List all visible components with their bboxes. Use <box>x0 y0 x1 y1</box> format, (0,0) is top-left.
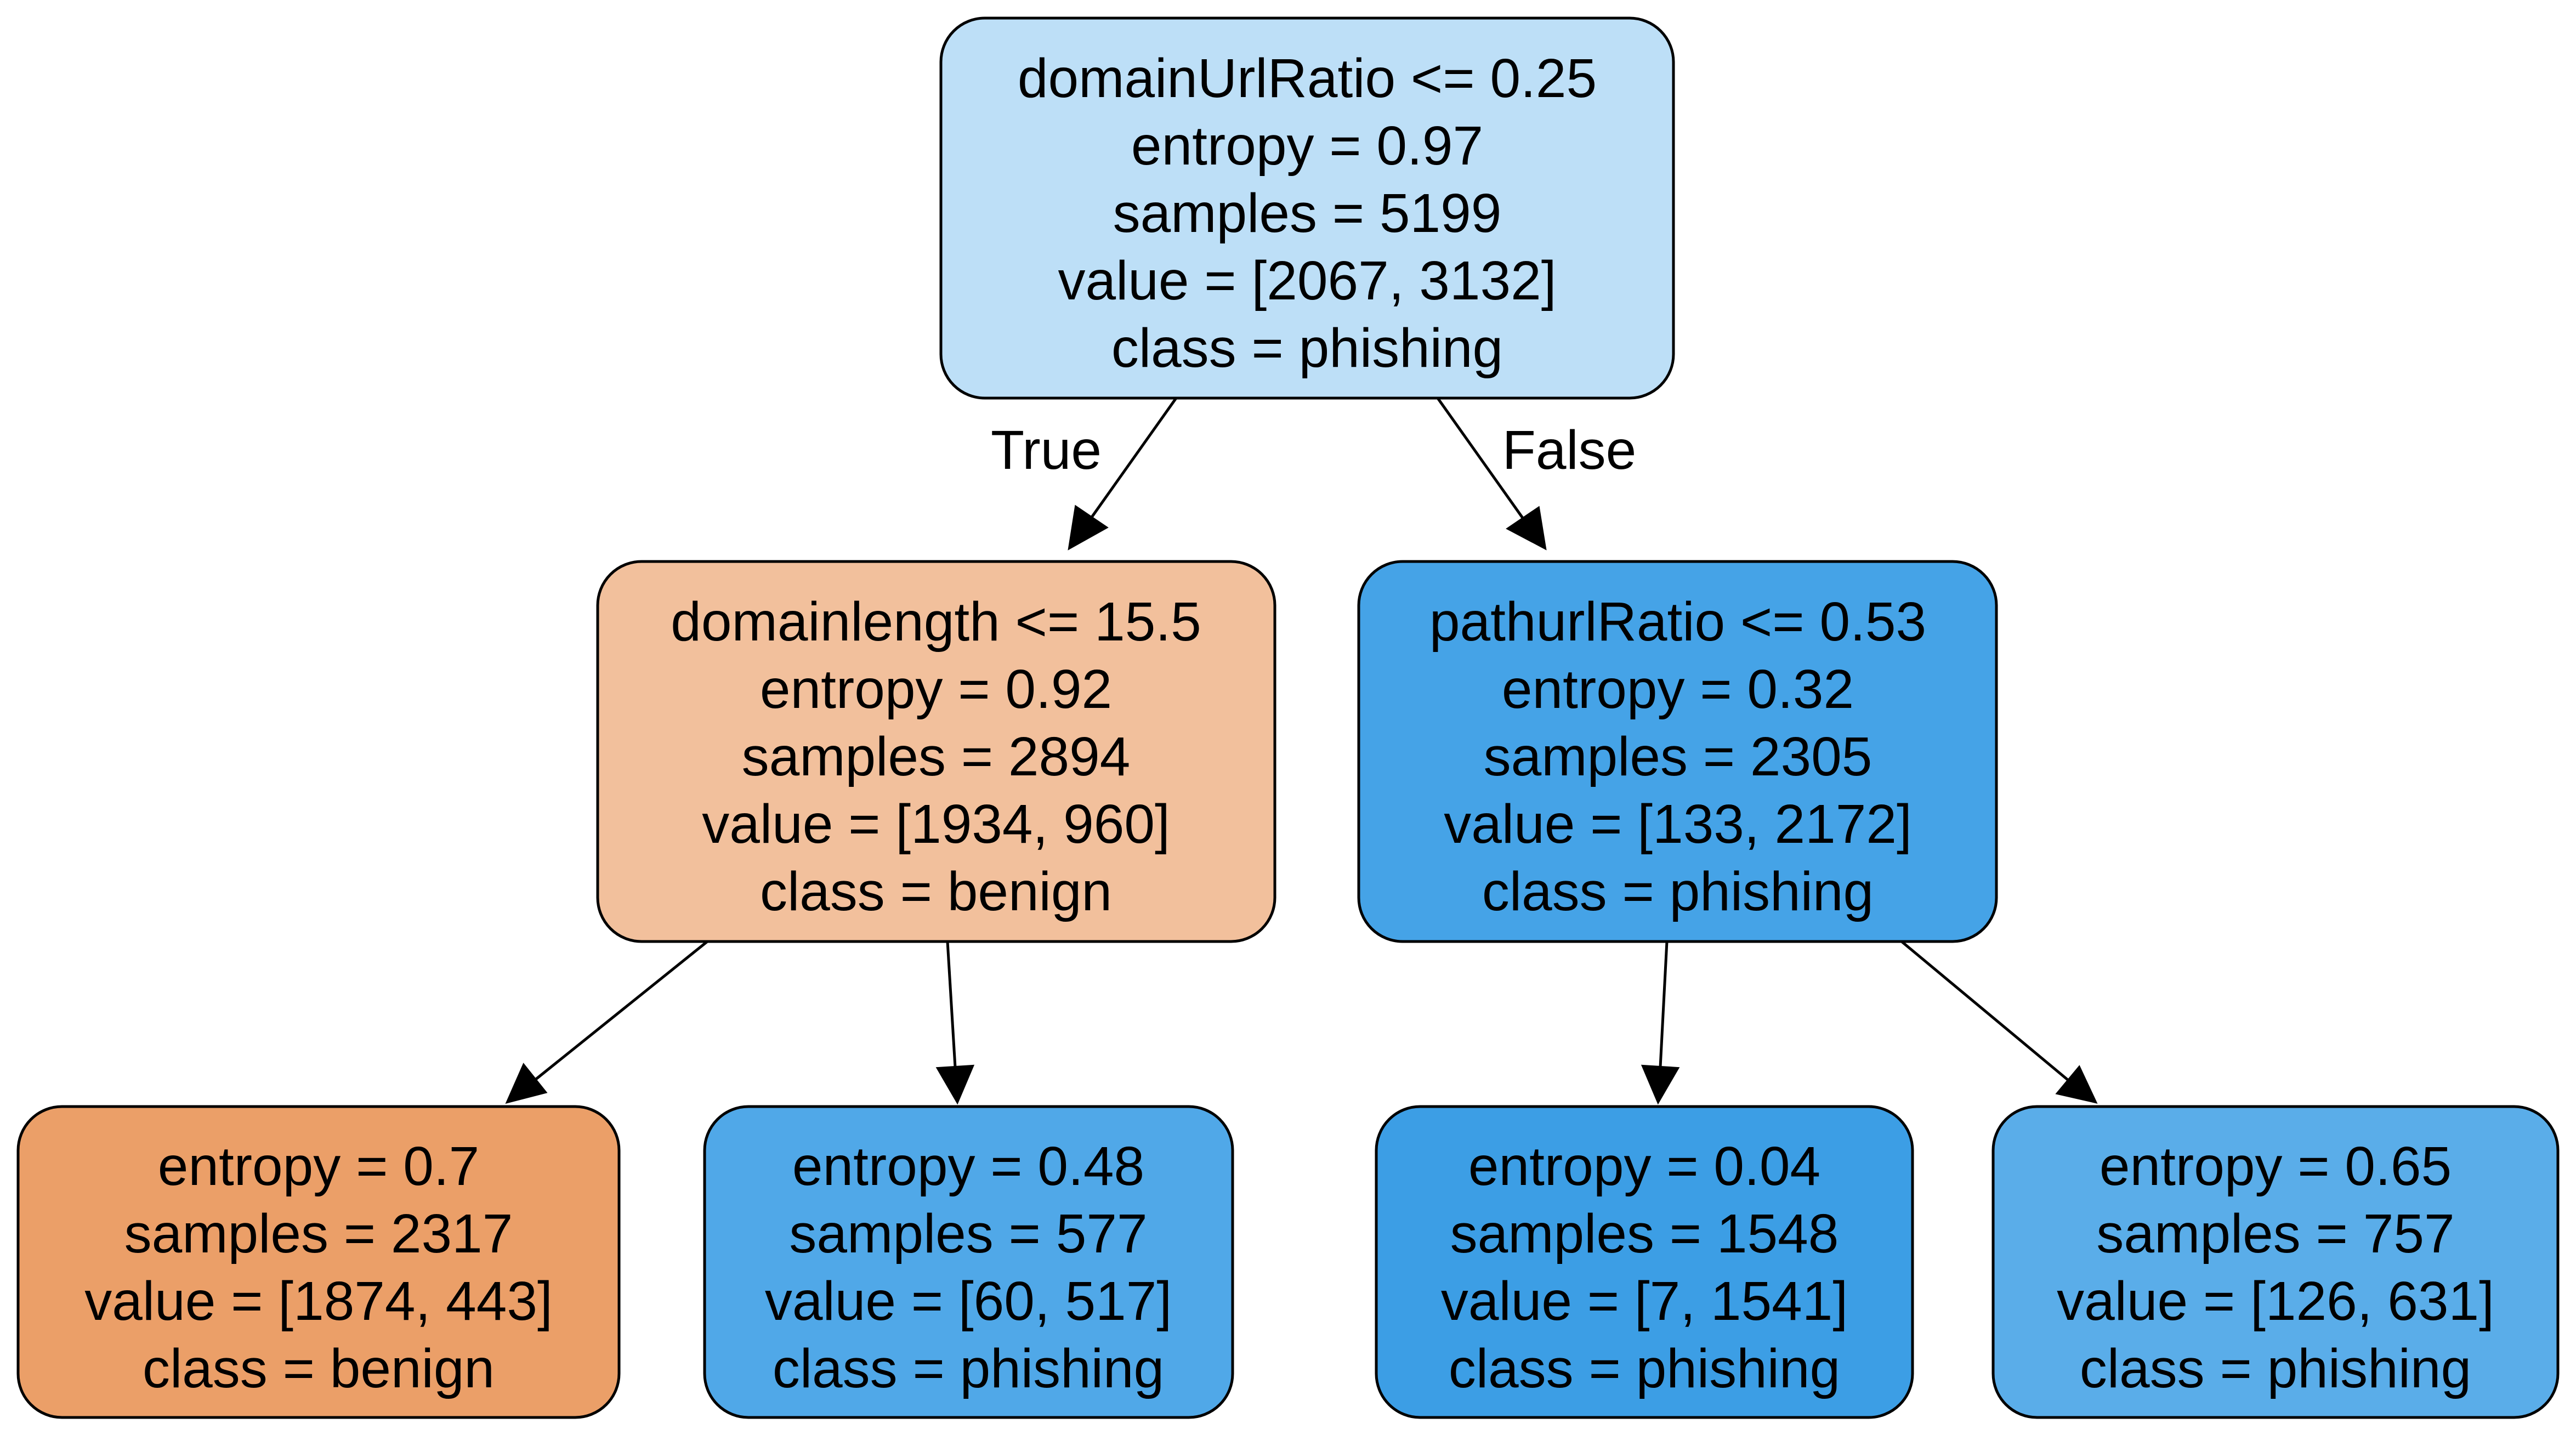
node-box <box>703 1105 1234 1419</box>
node-samples: samples = 1548 <box>1450 1203 1839 1264</box>
node-samples: samples = 577 <box>789 1203 1147 1264</box>
node-value: value = [7, 1541] <box>1441 1270 1848 1332</box>
node-entropy: entropy = 0.92 <box>760 659 1112 720</box>
edges <box>505 397 2098 1105</box>
tree-node-root: domainUrlRatio <= 0.25 entropy = 0.97 sa… <box>939 16 1675 400</box>
node-box <box>1991 1105 2560 1419</box>
node-samples: samples = 2894 <box>742 726 1131 787</box>
node-entropy: entropy = 0.48 <box>792 1136 1144 1197</box>
node-value: value = [1874, 443] <box>84 1270 552 1332</box>
edge-root-right <box>1436 397 1525 520</box>
edge-root-right-arrowhead <box>1506 506 1547 551</box>
tree-node-left: domainlength <= 15.5 entropy = 0.92 samp… <box>596 560 1276 943</box>
node-entropy: entropy = 0.65 <box>2100 1136 2452 1197</box>
node-value: value = [1934, 960] <box>702 793 1170 855</box>
node-entropy: entropy = 0.7 <box>158 1136 480 1197</box>
edge-left-leaf1-arrowhead <box>505 1063 548 1104</box>
edge-root-left-arrowhead <box>1068 504 1109 551</box>
node-value: value = [133, 2172] <box>1444 793 1911 855</box>
edge-left-leaf1 <box>534 940 708 1081</box>
node-entropy: entropy = 0.32 <box>1502 659 1854 720</box>
edge-right-leaf3 <box>1659 941 1669 1068</box>
node-split-condition: domainUrlRatio <= 0.25 <box>1018 48 1597 109</box>
node-entropy: entropy = 0.97 <box>1131 115 1483 177</box>
edge-right-leaf4-arrowhead <box>2055 1065 2098 1104</box>
node-value: value = [126, 631] <box>2057 1270 2494 1332</box>
node-class: class = benign <box>760 861 1112 922</box>
node-box <box>596 560 1276 943</box>
node-class: class = phishing <box>773 1338 1164 1399</box>
node-class: class = phishing <box>1449 1338 1840 1399</box>
node-class: class = benign <box>143 1338 495 1399</box>
edge-left-leaf2 <box>946 941 957 1068</box>
edge-root-left <box>1089 397 1178 520</box>
tree-leaf-2: entropy = 0.48 samples = 577 value = [60… <box>703 1105 1234 1419</box>
node-class: class = phishing <box>1482 861 1874 922</box>
node-box <box>939 16 1675 400</box>
edge-label-false: False <box>1502 419 1637 481</box>
node-value: value = [2067, 3132] <box>1058 250 1556 311</box>
node-class: class = phishing <box>2080 1338 2471 1399</box>
edge-right-leaf3-arrowhead <box>1641 1064 1680 1105</box>
node-samples: samples = 2317 <box>124 1203 513 1264</box>
node-split-condition: domainlength <= 15.5 <box>671 591 1201 653</box>
edge-label-true: True <box>991 419 1102 481</box>
edge-right-leaf4 <box>1900 940 2069 1081</box>
edge-left-leaf2-arrowhead <box>935 1064 975 1105</box>
node-box <box>1357 560 1998 943</box>
node-box <box>1375 1105 1914 1419</box>
node-box <box>16 1105 621 1419</box>
node-value: value = [60, 517] <box>765 1270 1172 1332</box>
tree-leaf-4: entropy = 0.65 samples = 757 value = [12… <box>1991 1105 2560 1419</box>
node-samples: samples = 757 <box>2096 1203 2454 1264</box>
node-samples: samples = 5199 <box>1113 183 1502 244</box>
node-split-condition: pathurlRatio <= 0.53 <box>1429 591 1926 653</box>
node-entropy: entropy = 0.04 <box>1468 1136 1820 1197</box>
node-samples: samples = 2305 <box>1484 726 1873 787</box>
tree-node-right: pathurlRatio <= 0.53 entropy = 0.32 samp… <box>1357 560 1998 943</box>
tree-leaf-1: entropy = 0.7 samples = 2317 value = [18… <box>16 1105 621 1419</box>
node-class: class = phishing <box>1111 317 1503 379</box>
tree-leaf-3: entropy = 0.04 samples = 1548 value = [7… <box>1375 1105 1914 1419</box>
